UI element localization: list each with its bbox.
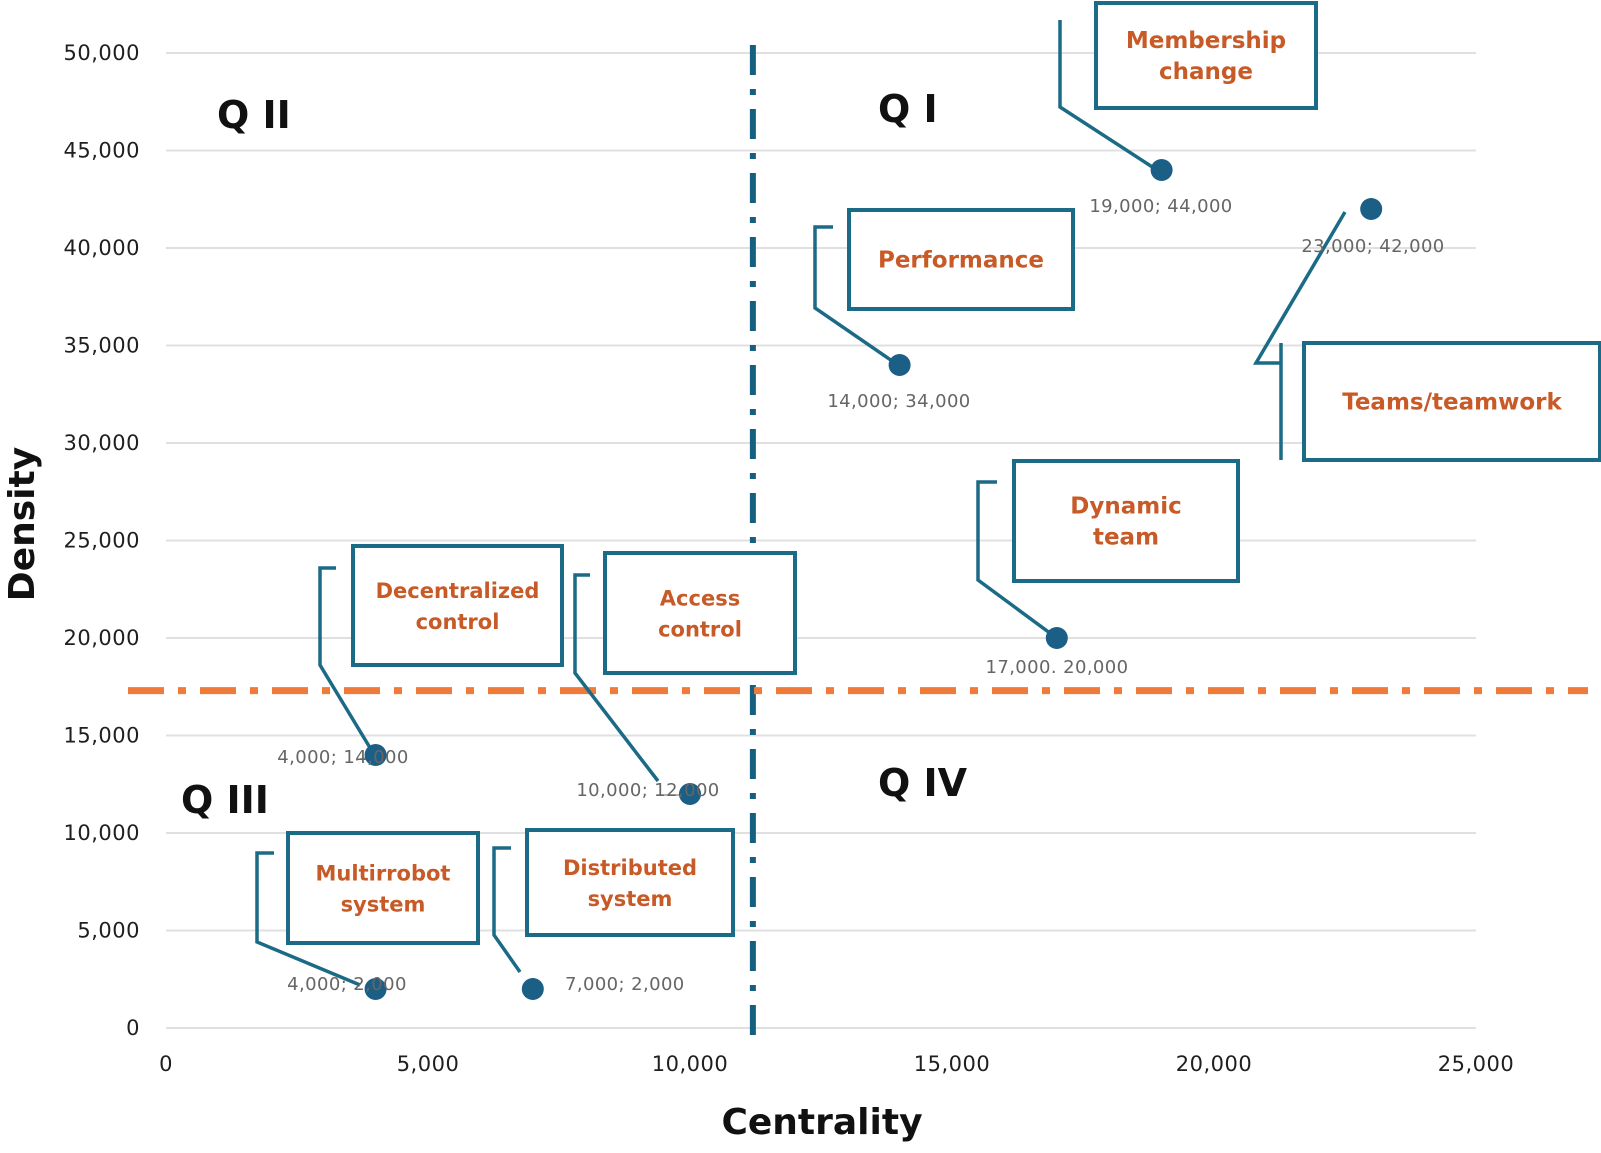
topic-callout-text: system — [341, 893, 426, 917]
data-point-value-label: 23,000; 42,000 — [1301, 236, 1444, 257]
callout-leader-line — [255, 851, 361, 987]
data-point — [521, 978, 544, 1000]
topic-callout-text: change — [1159, 59, 1253, 85]
topic-callout-text: team — [1093, 525, 1159, 551]
x-axis-title: Centrality — [721, 1102, 922, 1143]
topic-callout-box — [847, 208, 1075, 311]
topic-callout-text: Dynamic — [1070, 494, 1181, 520]
topic-callout-text: Access — [660, 587, 740, 611]
y-tick-label: 35,000 — [64, 334, 140, 358]
topic-callout-text: Distributed — [563, 856, 697, 880]
topic-callout-box — [1094, 1, 1318, 110]
data-point — [364, 978, 387, 1000]
data-point-value-label: 4,000; 2,000 — [287, 974, 407, 995]
data-point-value-label: 4,000; 14,000 — [277, 747, 409, 768]
threshold-layer — [128, 45, 1588, 1045]
topic-callout-text: system — [588, 887, 673, 911]
callout-leader-line — [813, 225, 899, 367]
data-point — [1045, 627, 1068, 649]
y-axis-title: Density — [2, 447, 43, 601]
topic-callout-text: Teams/teamwork — [1342, 390, 1562, 416]
topic-callout-box — [525, 828, 735, 937]
callout-leader-line — [318, 566, 377, 757]
y-tick-label: 15,000 — [64, 724, 140, 748]
y-tick-label: 5,000 — [77, 919, 140, 943]
y-tick-label: 20,000 — [64, 626, 140, 650]
data-point — [679, 783, 701, 805]
label-layer: 19,000; 44,000 23,000; 42,000 14,000; 34,0… — [277, 196, 1444, 995]
callout-leader-line — [492, 846, 522, 974]
tick-layer: 0 5,000 10,000 15,000 20,000 25,000 30,000 35,0… — [64, 41, 1514, 1076]
topic-callout-text: Decentralized — [376, 579, 540, 603]
data-point — [1360, 198, 1383, 220]
x-tick-label: 20,000 — [1176, 1052, 1252, 1076]
value-label-leader — [355, 757, 366, 761]
data-point-value-label: 14,000; 34,000 — [827, 391, 970, 412]
leader-layer — [255, 20, 1347, 987]
y-tick-label: 30,000 — [64, 431, 140, 455]
quadrant-label-q4: Q IV — [878, 761, 968, 805]
quadrant-label-q3: Q III — [181, 778, 269, 822]
data-point — [888, 354, 911, 376]
topic-callout-box — [286, 831, 480, 945]
topic-callout-text: Performance — [878, 248, 1044, 274]
x-tick-label: 5,000 — [397, 1052, 460, 1076]
point-layer — [364, 159, 1383, 1000]
quadrant-label-q1: Q I — [878, 87, 938, 131]
y-tick-label: 25,000 — [64, 529, 140, 553]
data-point-value-label: 19,000; 44,000 — [1089, 196, 1232, 217]
callout-leader-line — [976, 480, 1060, 641]
x-tick-label: 10,000 — [652, 1052, 728, 1076]
callout-leader-line — [1252, 211, 1347, 365]
quadrant-label-q2: Q II — [217, 93, 291, 137]
x-tick-label: 0 — [159, 1052, 173, 1076]
topic-callout-box — [351, 544, 564, 667]
data-point-value-label: 17,000. 20,000 — [985, 657, 1128, 678]
y-tick-label: 45,000 — [64, 139, 140, 163]
data-point — [1150, 159, 1173, 181]
x-tick-label: 25,000 — [1438, 1052, 1514, 1076]
y-tick-label: 10,000 — [64, 821, 140, 845]
topic-callout-text: Membership — [1126, 28, 1286, 54]
data-point-value-label: 7,000; 2,000 — [565, 974, 685, 995]
topic-callout-text: control — [658, 618, 742, 642]
data-point-value-label: 10,000; 12,000 — [576, 780, 719, 801]
y-tick-label: 0 — [126, 1016, 140, 1040]
topic-callout-box — [1012, 459, 1240, 583]
callout-leader-line — [1058, 20, 1161, 174]
y-tick-label: 50,000 — [64, 41, 140, 65]
topic-callout-box — [603, 551, 797, 675]
callout-leader-line — [573, 573, 660, 783]
topic-callout-text: Multirrobot — [316, 862, 451, 886]
x-tick-label: 15,000 — [914, 1052, 990, 1076]
y-tick-label: 40,000 — [64, 236, 140, 260]
topic-callout-box — [1302, 341, 1601, 462]
topic-callout-text: control — [416, 610, 500, 634]
data-point — [364, 744, 387, 766]
